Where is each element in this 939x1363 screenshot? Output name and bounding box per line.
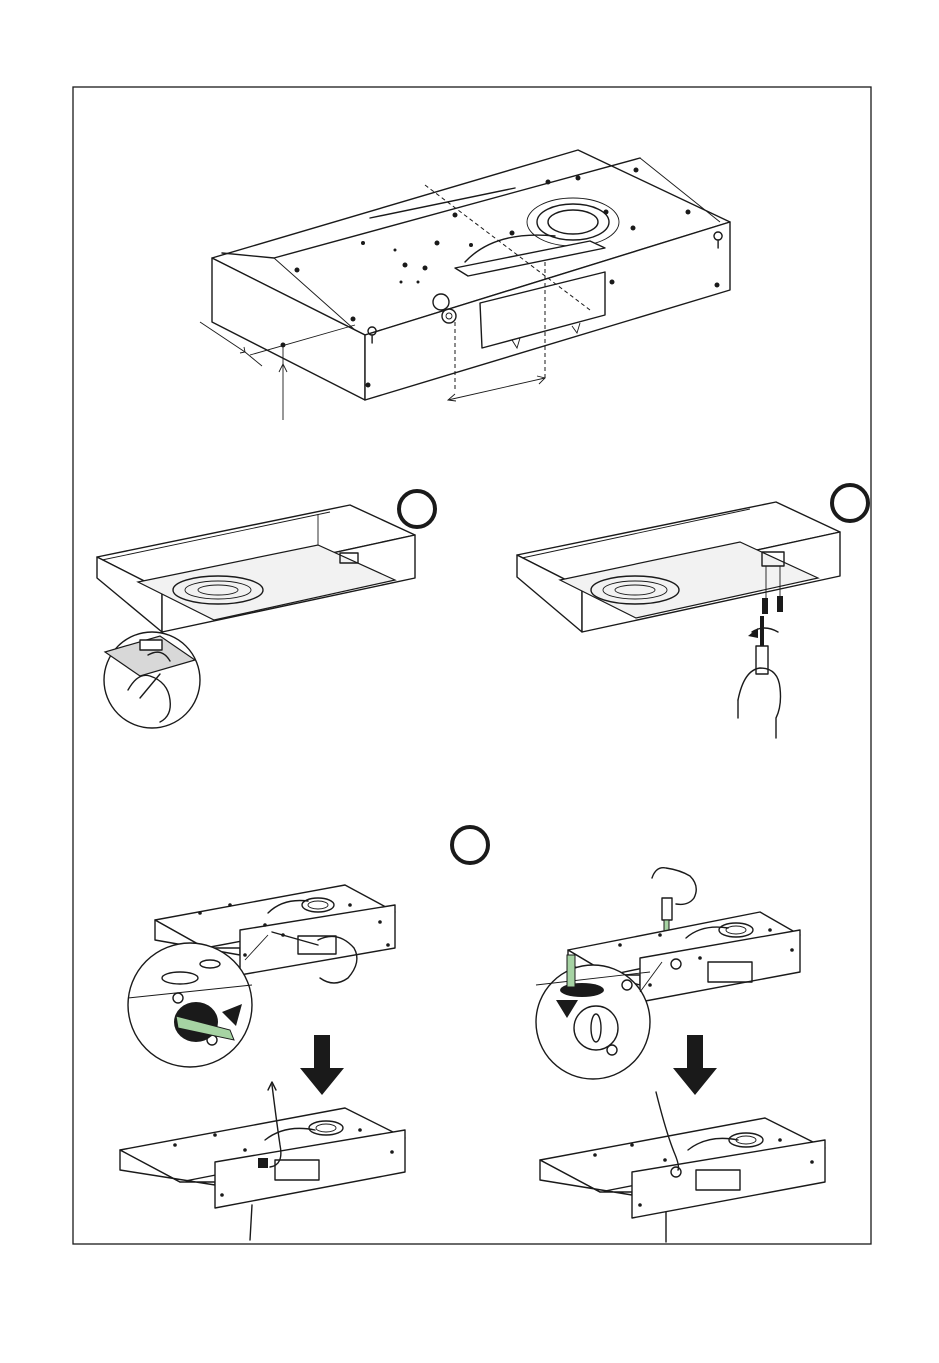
step-2-unscrew-plate-illustration [517, 485, 868, 738]
step-3-top-knockout-illustration [536, 868, 825, 1242]
step-3-back-knockout-illustration [120, 885, 405, 1240]
hood-top-view-illustration [200, 150, 730, 420]
step-marker-circle-1 [399, 491, 435, 527]
step-marker-circle-2 [832, 485, 868, 521]
down-arrow-icon-right [673, 1035, 717, 1095]
step-marker-circle-3 [452, 827, 488, 863]
down-arrow-icon-left [300, 1035, 344, 1095]
step-1-remove-filter-illustration [97, 491, 435, 728]
